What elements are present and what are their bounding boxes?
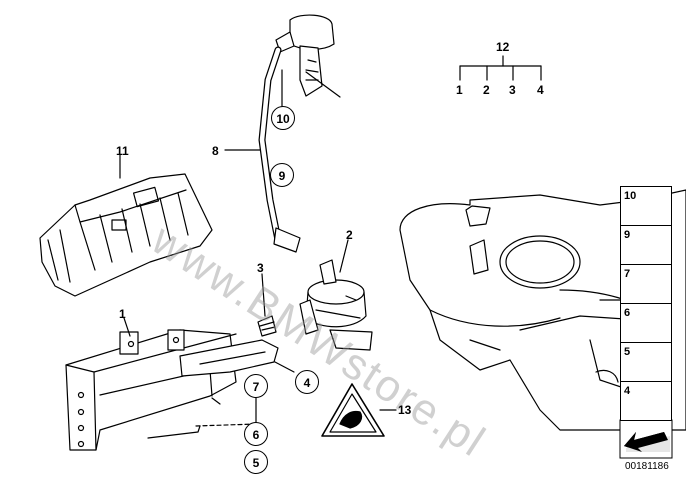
- label-13: 13: [398, 403, 412, 417]
- label-2: 2: [346, 228, 353, 242]
- valve-drawing: [299, 239, 373, 351]
- label-8: 8: [212, 144, 219, 158]
- label-2-kit: 2: [483, 83, 490, 97]
- warning-label-drawing: [321, 383, 397, 437]
- label-1: 1: [119, 307, 126, 321]
- fuel-tank-drawing: [399, 189, 686, 431]
- legend-washer: 6: [620, 303, 672, 343]
- circled-label-10: 10: [271, 106, 295, 130]
- vent-hose-drawing: [224, 14, 341, 253]
- legend-number: 10: [624, 190, 637, 202]
- leader-lines-12: [459, 55, 542, 81]
- legend-number: 4: [624, 385, 631, 397]
- canister-drawing: [65, 317, 295, 451]
- legend-number: 7: [624, 268, 631, 280]
- label-1-kit: 1: [456, 83, 463, 97]
- label-3: 3: [257, 261, 264, 275]
- label-3-kit: 3: [509, 83, 516, 97]
- circled-label-9: 9: [270, 163, 294, 187]
- legend-clamp: 9: [620, 225, 672, 265]
- circled-label-4: 4: [295, 370, 319, 394]
- clip-drawing: [257, 273, 277, 337]
- label-12: 12: [496, 40, 510, 54]
- circled-label-5: 5: [244, 450, 268, 474]
- legend-screw-washer: 4: [620, 381, 672, 421]
- legend-cap-nut: 10: [620, 186, 672, 226]
- circled-label-6: 6: [244, 422, 268, 446]
- label-11: 11: [116, 144, 129, 158]
- orientation-arrow-icon: [619, 419, 673, 459]
- heat-shield-drawing: [39, 154, 213, 297]
- legend-hex-bolt: 5: [620, 342, 672, 382]
- legend-number: 5: [624, 346, 631, 358]
- diagram-code: 00181186: [625, 461, 669, 472]
- legend-number: 6: [624, 307, 631, 319]
- label-4-kit: 4: [537, 83, 544, 97]
- legend-hex-nut: 7: [620, 264, 672, 304]
- circled-label-7: 7: [244, 374, 268, 398]
- legend-number: 9: [624, 229, 631, 241]
